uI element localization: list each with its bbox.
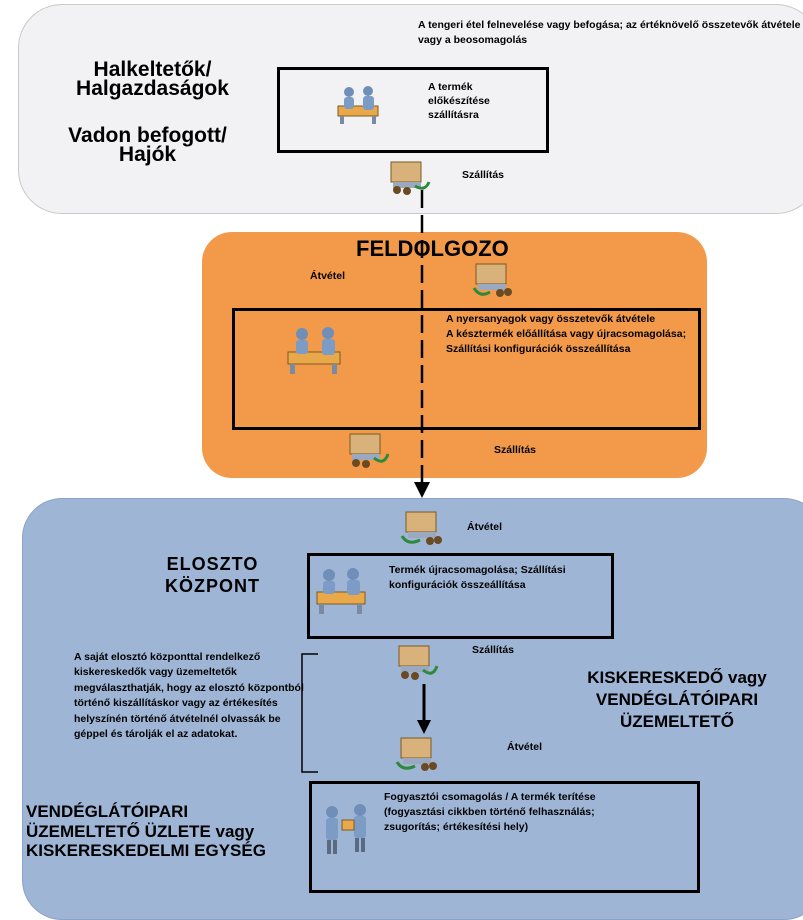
distribution-shipping: Szállítás bbox=[472, 644, 515, 656]
bracket-line bbox=[301, 653, 318, 773]
processing-line-1: A nyersanyagok vagy összetevők átvétele bbox=[446, 313, 656, 325]
store-label: VENDÉGLÁTÓIPARI ÜZEMELTETŐ ÜZLETE vagy K… bbox=[26, 802, 266, 860]
workers-icon bbox=[337, 86, 379, 124]
retailer-operator-label: KISKERESKEDŐ vagy VENDÉGLÁTÓIPARI ÜZEMEL… bbox=[587, 668, 767, 731]
consumer-packaging-text: Fogyasztói csomagolás / A termék terítés… bbox=[384, 791, 596, 833]
repack-text: Termék újracsomagolása; Szállítási konfi… bbox=[389, 564, 566, 591]
processor-panel bbox=[202, 232, 707, 478]
shipping-label-top: Szállítás bbox=[462, 169, 505, 181]
distribution-panel bbox=[22, 498, 803, 920]
truck-icon bbox=[398, 645, 439, 680]
truck-icon bbox=[349, 433, 390, 468]
processor-title: FELDOLGOZO bbox=[356, 236, 509, 261]
processing-line-3: Szállítási konfigurációk összeállítása bbox=[446, 343, 631, 355]
truck-icon bbox=[390, 161, 431, 195]
truck-icon bbox=[400, 511, 442, 545]
processor-receiving: Átvétel bbox=[310, 270, 346, 282]
label-wild-caught: Vadon befogott/ Hajók bbox=[68, 124, 227, 166]
label-hatcheries: Halkeltetők/ Halgazdaságok bbox=[76, 58, 229, 100]
consumer-icon bbox=[326, 804, 366, 854]
prepare-shipping-text: A termék előkészítése szállításra bbox=[428, 81, 490, 121]
solid-down-arrow bbox=[417, 684, 431, 734]
prepare-shipping-box bbox=[277, 67, 549, 153]
distribution-center-title: ELOSZTO KÖZPONT bbox=[165, 554, 260, 596]
truck-icon bbox=[395, 737, 437, 771]
flow-dashed-arrow bbox=[414, 190, 430, 498]
distribution-note: A saját elosztó központtal rendelkező ki… bbox=[74, 651, 304, 741]
consumer-packaging-box bbox=[309, 781, 700, 893]
processor-shipping: Szállítás bbox=[494, 444, 537, 456]
processing-line-2: A késztermék előállítása vagy újracsomag… bbox=[446, 328, 687, 340]
distribution-receiving: Átvétel bbox=[467, 521, 503, 533]
workers-icon bbox=[287, 327, 341, 374]
truck-icon bbox=[472, 263, 512, 297]
producer-description: A tengeri étel felnevelése vagy befogása… bbox=[418, 19, 801, 46]
repack-box bbox=[307, 553, 614, 639]
workers-icon bbox=[316, 568, 366, 614]
processing-text: A nyersanyagok vagy összetevők átvétele … bbox=[446, 312, 691, 357]
processing-box bbox=[232, 308, 701, 430]
store-receiving: Átvétel bbox=[507, 741, 543, 753]
